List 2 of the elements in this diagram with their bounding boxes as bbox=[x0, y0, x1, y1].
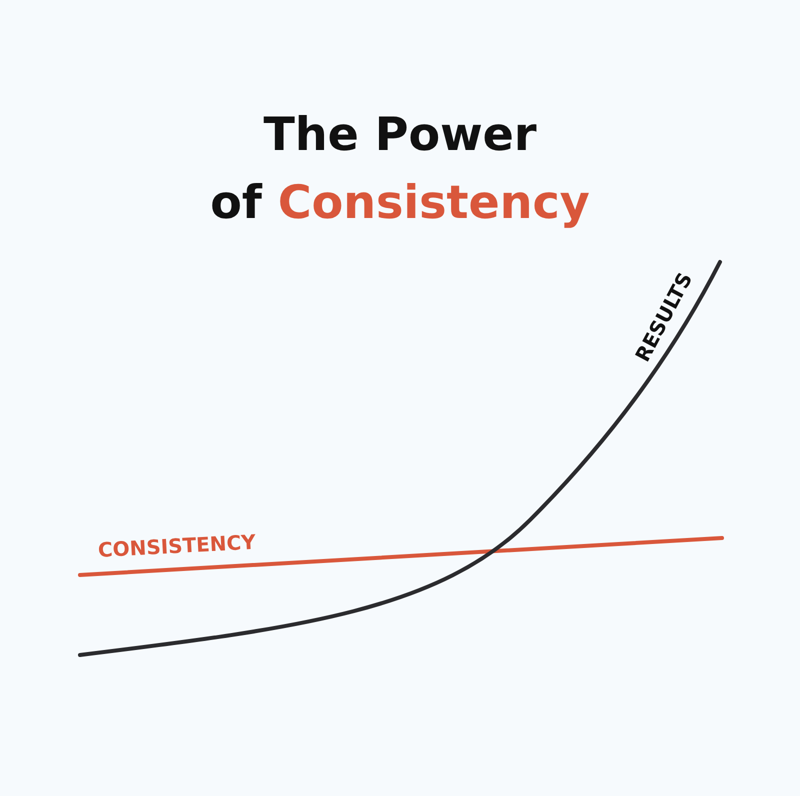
curve-label: CONSISTENCY bbox=[97, 530, 256, 562]
title: The Power of Consistency bbox=[209, 106, 591, 231]
